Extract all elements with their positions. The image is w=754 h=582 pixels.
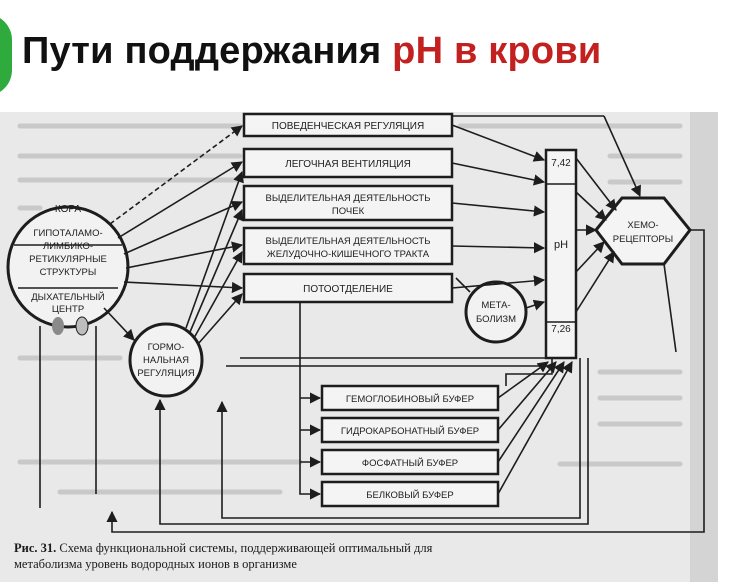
metabolism-line-2: БОЛИЗМ — [476, 314, 516, 325]
nucleus-left — [52, 317, 64, 335]
box-gi-excretion — [242, 226, 454, 266]
box-sweating-label: ПОТООТДЕЛЕНИЕ — [303, 284, 393, 295]
hemoglobin-buffer-label: ГЕМОГЛОБИНОВЫЙ БУФЕР — [346, 393, 474, 405]
metabolism-line-1: МЕТА- — [481, 300, 510, 311]
respiratory-center-line-2: ЦЕНТР — [52, 304, 84, 315]
brain-label-line-4: СТРУКТУРЫ — [40, 267, 97, 278]
hormonal-line-1: ГОРМО- — [148, 342, 185, 353]
brain-label-line-3: РЕТИКУЛЯРНЫЕ — [29, 254, 107, 265]
box-gi-line-2: ЖЕЛУДОЧНО-КИШЕЧНОГО ТРАКТА — [267, 249, 430, 260]
respiratory-center-line-1: ДЫХАТЕЛЬНЫЙ — [31, 291, 105, 303]
title-main: Пути поддержания — [22, 30, 393, 72]
ph-label: pH — [554, 239, 568, 251]
box-behavioral-label: ПОВЕДЕНЧЕСКАЯ РЕГУЛЯЦИЯ — [272, 121, 424, 132]
metabolism: МЕТА- БОЛИЗМ — [464, 280, 528, 344]
box-kidney-line-1: ВЫДЕЛИТЕЛЬНАЯ ДЕЯТЕЛЬНОСТЬ — [266, 193, 431, 204]
box-hemoglobin-buffer — [320, 384, 500, 412]
protein-buffer-label: БЕЛКОВЫЙ БУФЕР — [366, 489, 453, 501]
ph-high-value: 7,42 — [551, 158, 571, 169]
chemoreceptors-hexagon — [594, 196, 692, 266]
box-bicarbonate-buffer — [320, 416, 500, 444]
box-protein-buffer — [320, 480, 500, 508]
title-accent: pH в крови — [392, 30, 602, 72]
box-kidney-line-2: ПОЧЕК — [332, 206, 365, 217]
metabolism-circle — [464, 280, 528, 344]
box-gi-line-1: ВЫДЕЛИТЕЛЬНАЯ ДЕЯТЕЛЬНОСТЬ — [266, 236, 431, 247]
box-kidney-excretion — [242, 184, 454, 222]
chemoreceptors-line-1: ХЕМО- — [627, 220, 658, 231]
brain-label-line-1: ГИПОТАЛАМО- — [33, 228, 102, 239]
regulation-boxes: ПОВЕДЕНЧЕСКАЯ РЕГУЛЯЦИЯ ЛЕГОЧНАЯ ВЕНТИЛЯ… — [242, 112, 454, 304]
ph-scale: 7,42 pH 7,26 — [544, 148, 578, 360]
figure-caption: Рис. 31. Схема функциональной системы, п… — [14, 541, 433, 571]
diagram-scan: КОРА ГИПОТАЛАМО- ЛИМБИКО- РЕТИКУЛЯРНЫЕ С… — [0, 112, 718, 582]
hormonal-regulation: ГОРМО- НАЛЬНАЯ РЕГУЛЯЦИЯ — [128, 322, 204, 398]
slide-title: Пути поддержания pH в крови — [22, 30, 601, 73]
buffer-boxes: ГЕМОГЛОБИНОВЫЙ БУФЕР ГИДРОКАРБОНАТНЫЙ БУ… — [320, 384, 500, 508]
ph-low-value: 7,26 — [551, 324, 571, 335]
slide-header: Пути поддержания pH в крови — [0, 0, 754, 110]
functional-system-diagram: КОРА ГИПОТАЛАМО- ЛИМБИКО- РЕТИКУЛЯРНЫЕ С… — [6, 112, 718, 582]
nucleus-right — [75, 316, 89, 336]
bicarbonate-buffer-label: ГИДРОКАРБОНАТНЫЙ БУФЕР — [341, 425, 479, 437]
caption-line-1: Рис. 31. Схема функциональной системы, п… — [14, 541, 433, 555]
caption-text-1: Схема функциональной системы, поддержива… — [56, 541, 432, 555]
hormonal-line-3: РЕГУЛЯЦИЯ — [137, 368, 194, 379]
caption-label: Рис. 31. — [14, 541, 56, 555]
hormonal-line-2: НАЛЬНАЯ — [143, 355, 189, 366]
brain-label-line-2: ЛИМБИКО- — [43, 241, 93, 252]
caption-line-2: метаболизма уровень водородных ионов в о… — [14, 557, 297, 571]
chemoreceptors: ХЕМО- РЕЦЕПТОРЫ — [594, 196, 692, 266]
brain-cortex-label: КОРА — [55, 204, 81, 215]
green-logo-mark — [0, 14, 12, 96]
box-sweating — [242, 272, 454, 304]
brain-structures: КОРА ГИПОТАЛАМО- ЛИМБИКО- РЕТИКУЛЯРНЫЕ С… — [6, 204, 130, 336]
connection-arrows — [39, 115, 705, 533]
phosphate-buffer-label: ФОСФАТНЫЙ БУФЕР — [362, 457, 458, 469]
hormonal-circle — [128, 322, 204, 398]
box-pulmonary-ventilation — [242, 147, 454, 179]
box-pulmonary-ventilation-label: ЛЕГОЧНАЯ ВЕНТИЛЯЦИЯ — [285, 159, 411, 170]
chemoreceptors-line-2: РЕЦЕПТОРЫ — [613, 234, 673, 245]
